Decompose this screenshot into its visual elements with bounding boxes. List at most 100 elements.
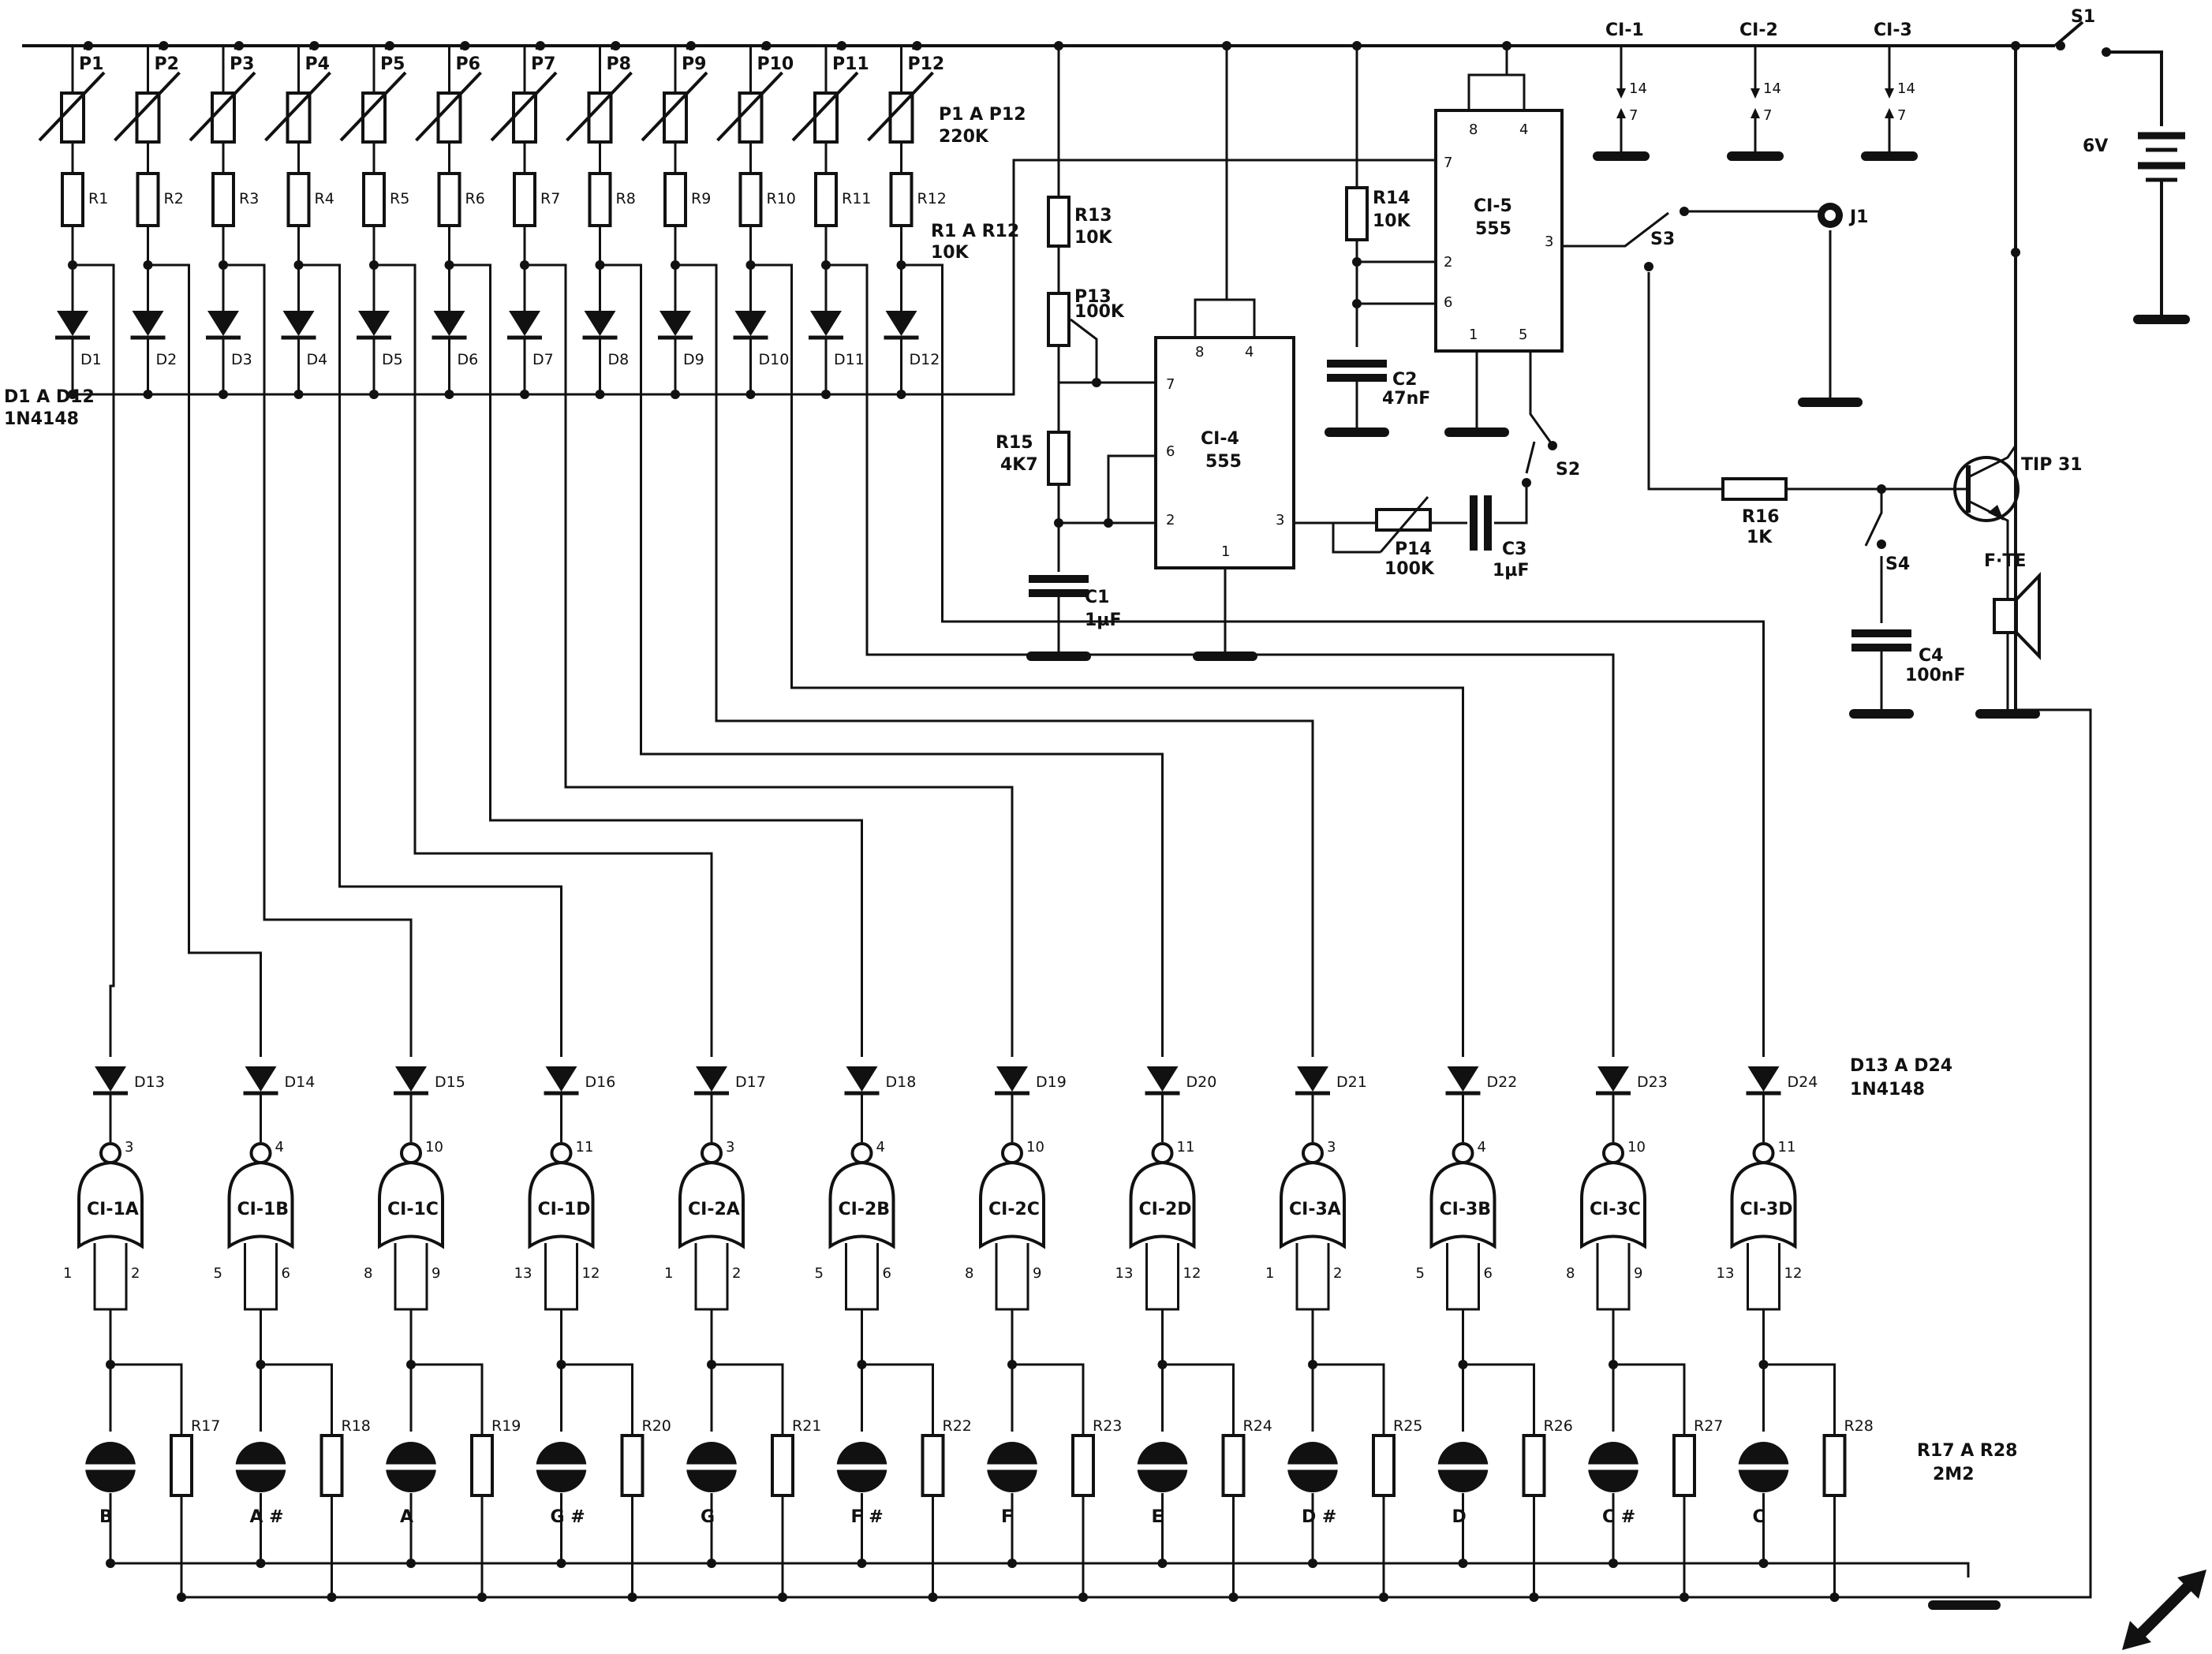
wire <box>308 44 317 50</box>
supply-section: CI-1 CI-2 CI-3 14 7 14 7 14 7 S1 6V <box>1605 7 2108 156</box>
wire <box>1057 345 1156 384</box>
junction-dot <box>177 1592 186 1602</box>
pot-label: P2 <box>155 54 179 74</box>
ci5-pin6: 6 <box>1444 294 1452 311</box>
diode-d1 <box>57 311 88 336</box>
wire <box>600 263 1164 1057</box>
gate-input-pin: 12 <box>582 1265 600 1282</box>
resistor-r9 <box>663 172 687 227</box>
junction-dot <box>627 1592 637 1602</box>
diode-label: D9 <box>683 351 704 368</box>
p13-label: P13 <box>1074 287 1112 307</box>
key-resistor-label: R20 <box>642 1417 671 1435</box>
wire <box>73 159 1436 396</box>
key-resistor-label: R23 <box>1093 1417 1122 1435</box>
junction-dot <box>68 260 77 270</box>
wire <box>544 1243 578 1311</box>
battery-label: 6V <box>2083 136 2108 156</box>
junction-dot <box>896 260 906 270</box>
nand-gate-symbol <box>77 1160 144 1249</box>
junction-dot <box>219 260 228 270</box>
gate-name: CI-2B <box>839 1200 891 1219</box>
key-resistor <box>1071 1434 1095 1497</box>
diode-label: D11 <box>834 351 865 368</box>
key-note: C # <box>1602 1507 1635 1527</box>
gate-output-pin: 10 <box>425 1139 443 1156</box>
junction-dot <box>1680 1592 1689 1602</box>
wire <box>1763 1363 1836 1436</box>
ci5-timing-parts: R14 10K C2 47nF S2 S3 J1 <box>1345 186 1869 480</box>
gate-input-pin: 9 <box>1634 1265 1642 1282</box>
gate-name: CI-3D <box>1740 1200 1793 1219</box>
nand-gate-symbol <box>378 1160 444 1249</box>
gate-output-pin: 3 <box>125 1139 133 1156</box>
key-note: F # <box>851 1507 884 1527</box>
diode-label: D14 <box>285 1073 316 1091</box>
ci4-name: CI-4 <box>1201 429 1239 449</box>
r16-label: R16 <box>1742 507 1780 527</box>
gate-input-pin: 2 <box>131 1265 140 1282</box>
gate-input-pin: 1 <box>664 1265 673 1282</box>
c3-value: 1µF <box>1493 561 1530 581</box>
wire <box>1864 489 1883 547</box>
pot-wiper-arrow <box>114 71 181 142</box>
junction-dot <box>1502 41 1511 50</box>
ci4-pin2: 2 <box>1166 512 1175 528</box>
diode-label: D18 <box>886 1073 917 1091</box>
key-resistor-label: R18 <box>342 1417 371 1435</box>
nand-gate-symbol <box>1280 1160 1346 1249</box>
pot-p5 <box>361 91 387 144</box>
wire <box>110 1562 1970 1577</box>
wire <box>1227 298 1256 338</box>
diode-d21 <box>1297 1066 1328 1092</box>
ci5-pin2: 2 <box>1444 254 1452 271</box>
gate-input-pin: 2 <box>1333 1265 1342 1282</box>
pot-label: P12 <box>908 54 945 74</box>
key-resistor-label: R17 <box>191 1417 220 1435</box>
resistor-label: R4 <box>315 190 334 207</box>
wire <box>1613 1363 1686 1436</box>
junction-dot <box>1054 41 1063 50</box>
diode-label: D20 <box>1186 1073 1217 1091</box>
gate-output-pin: 10 <box>1026 1139 1044 1156</box>
wiring <box>22 21 2190 1610</box>
gate-input-pin: 5 <box>1416 1265 1425 1282</box>
nand-gate-symbol <box>828 1160 895 1249</box>
resistor-r1 <box>61 172 84 227</box>
wire <box>1463 1363 1535 1436</box>
ci3-supply-label: CI-3 <box>1874 21 1912 40</box>
wire <box>1162 1363 1235 1436</box>
r13-value: 10K <box>1074 228 1113 248</box>
gate-output-bubble <box>1752 1142 1775 1164</box>
p13-trimmer <box>1047 292 1071 347</box>
gate-output-bubble <box>1001 1142 1023 1164</box>
r15-resistor <box>1047 431 1071 486</box>
diode-label: D19 <box>1036 1073 1067 1091</box>
pot-wiper-arrow <box>490 71 558 142</box>
gate-name: CI-3B <box>1440 1200 1492 1219</box>
s1-contact <box>2056 41 2065 50</box>
ci2-pin14-label: 14 <box>1763 80 1781 97</box>
arrow-icon <box>1616 108 1626 118</box>
resistor-label: R7 <box>540 190 560 207</box>
resistor-r12 <box>889 172 914 227</box>
diodes-bottom-range-note: D13 A D24 <box>1850 1056 1952 1076</box>
touch-key-6: F #R22 <box>833 1365 972 1602</box>
pot-label: P6 <box>456 54 480 74</box>
key-resistor <box>921 1434 945 1497</box>
wire <box>535 44 543 50</box>
speaker-icon <box>1993 598 2018 634</box>
key-note: A # <box>250 1507 284 1527</box>
key-resistor <box>1372 1434 1396 1497</box>
pot-wiper-arrow <box>566 71 633 142</box>
diode-label: D6 <box>458 351 479 368</box>
wire <box>845 1243 879 1311</box>
junction-dot <box>1157 1559 1168 1568</box>
resistors-value-note: 10K <box>931 243 970 263</box>
